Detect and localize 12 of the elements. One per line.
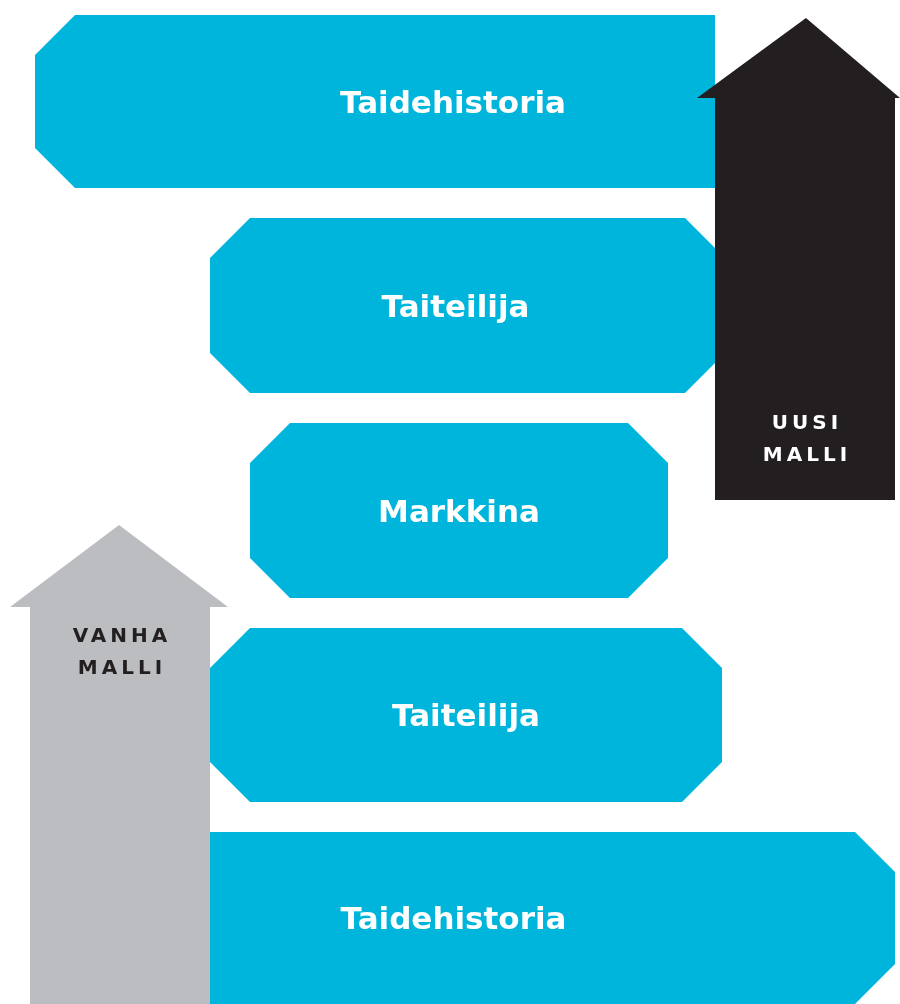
arrow-label: UUSI MALLI — [761, 409, 853, 468]
band-label: Taiteilija — [392, 697, 540, 733]
octagon-band — [250, 423, 668, 598]
octagon-band — [210, 832, 895, 1004]
octagon-band — [35, 15, 715, 188]
octagon-band — [210, 628, 722, 802]
arrow-label: VANHA MALLI — [71, 622, 173, 681]
band-label: Taidehistoria — [340, 83, 566, 120]
octagon-band — [210, 218, 715, 393]
band-label: Taiteilija — [381, 287, 530, 324]
band-label: Markkina — [378, 492, 540, 529]
band-label: Taidehistoria — [340, 900, 567, 936]
